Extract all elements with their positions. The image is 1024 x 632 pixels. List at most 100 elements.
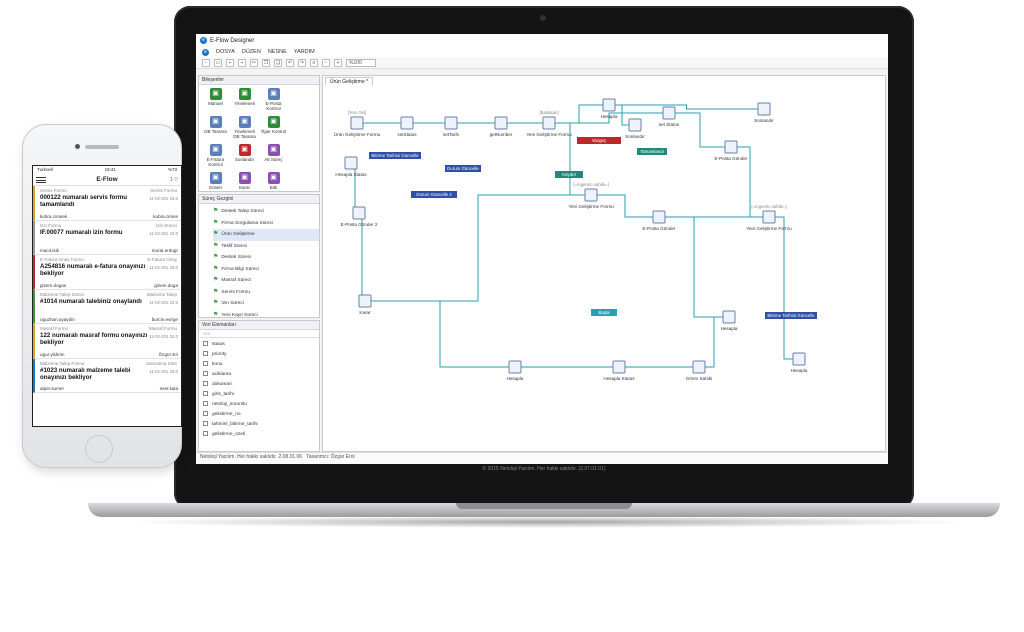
flow-connector[interactable] — [351, 162, 359, 214]
process-item[interactable]: ⚑Destek Süreci — [213, 252, 319, 264]
component-6[interactable]: ▣Tiger Kontrol — [260, 116, 287, 142]
flow-badge[interactable]: Bitirme Tarihini Güncelle — [369, 152, 421, 159]
flow-connector[interactable] — [591, 194, 659, 218]
component-8[interactable]: ▣E-Fatura Kontrol — [202, 144, 229, 170]
component-13[interactable]: ▣Karar — [231, 172, 258, 191]
new-file-icon[interactable]: ▫ — [202, 58, 210, 67]
filter-icon[interactable]: 1 ▽ — [169, 176, 178, 183]
zoom-in-icon[interactable]: + — [334, 58, 342, 67]
cut-icon[interactable]: ✂ — [250, 58, 258, 67]
flow-connector[interactable] — [659, 216, 729, 318]
variable-item[interactable]: tahmini_bitirme_tarihi — [203, 420, 319, 430]
flow-node[interactable]: Yeni Geliştirme Formu[=Ingerelo sahibi=] — [568, 182, 614, 209]
workflow-canvas[interactable]: Ürün Geliştirme Formu[Yeni Gel] setStatus… — [323, 85, 885, 451]
component-2[interactable]: ▣E-Posta Kontrol — [260, 88, 287, 114]
flow-node[interactable]: Hesapla — [507, 360, 524, 381]
flow-node[interactable]: setTarih — [443, 116, 460, 137]
redo-icon[interactable]: ↷ — [298, 58, 306, 67]
flow-node[interactable]: Görev Sahibi — [686, 360, 713, 381]
variable-item[interactable]: dokuman — [203, 380, 319, 390]
flow-badge[interactable]: Kaydet — [555, 171, 583, 178]
flow-node[interactable]: E-Posta Gönder — [715, 140, 748, 161]
flow-badge[interactable]: Durum Güncelle 2 — [411, 191, 457, 198]
process-item[interactable]: ⚑Destek Talep Süreci — [213, 206, 319, 218]
component-1[interactable]: ▣Yinelemeli — [231, 88, 258, 114]
flow-node[interactable]: Hesapla — [601, 98, 618, 119]
component-5[interactable]: ▣Yinelemeli DB Tarama — [231, 116, 258, 142]
menu-dosya[interactable]: DOSYA — [216, 49, 235, 55]
flow-node[interactable]: setStatus — [397, 116, 417, 137]
home-button[interactable] — [85, 435, 113, 463]
component-0[interactable]: ▣Manuel — [202, 88, 229, 114]
save-all-icon[interactable]: ▪ — [238, 58, 246, 67]
variable-item[interactable]: netoloji_sorumlu — [203, 400, 319, 410]
flow-connector[interactable] — [549, 112, 669, 124]
variable-item[interactable]: aciklama — [203, 370, 319, 380]
process-item[interactable]: ⚑Teklif Süreci — [213, 241, 319, 253]
variable-item[interactable]: konu — [203, 360, 319, 370]
menu-nesne[interactable]: NESNE — [267, 49, 287, 55]
open-folder-icon[interactable]: ▭ — [214, 58, 222, 67]
flow-node[interactable]: getNumber — [490, 116, 513, 137]
flow-node[interactable]: Ürün Geliştirme Formu[Yeni Gel] — [334, 110, 381, 137]
flow-node[interactable]: Hesapla Status — [603, 360, 635, 381]
copy-icon[interactable]: ❐ — [262, 58, 270, 67]
process-item[interactable]: ⚑Firma Bilgi Süreci — [213, 264, 319, 276]
flow-badge[interactable]: Durum Güncelle — [445, 165, 481, 172]
flow-badge[interactable]: Başla — [591, 309, 617, 316]
variable-item[interactable]: giris_tarihi — [203, 390, 319, 400]
flow-connector[interactable] — [365, 300, 515, 368]
variable-search-input[interactable]: Ara — [199, 330, 319, 338]
component-9[interactable]: ▣Sonlandır — [231, 144, 258, 170]
align-icon[interactable]: ≡ — [310, 58, 318, 67]
process-item[interactable]: ⚑Ürün Geliştirme — [213, 229, 319, 241]
flow-node[interactable]: Yeni Geliştirme Formu[Başlatan] — [526, 110, 572, 137]
flow-badge[interactable]: Tamamlandı — [637, 148, 667, 155]
hamburger-menu-icon[interactable] — [36, 176, 46, 183]
process-item[interactable]: ⚑Masraf Süreci — [213, 275, 319, 287]
flow-node[interactable]: set Status — [659, 106, 680, 127]
process-item[interactable]: ⚑Firma Sorgulama Süreci — [213, 218, 319, 230]
flow-connector[interactable] — [699, 316, 729, 368]
flow-node[interactable]: Sonlandır — [754, 102, 774, 123]
flow-node[interactable]: Hesapla — [791, 352, 808, 373]
process-item[interactable]: ⚑Yeni Kayıt Süreci — [213, 310, 319, 318]
flow-node[interactable]: Sonlandır — [625, 118, 645, 139]
flow-node[interactable]: E-Posta Gönder — [643, 210, 676, 231]
flow-connector[interactable] — [731, 146, 769, 218]
variable-item[interactable]: gelistirme_no — [203, 410, 319, 420]
flow-connector[interactable] — [669, 112, 731, 148]
component-4[interactable]: ▣DB Tarama — [202, 116, 229, 142]
flow-node[interactable]: Hesapla — [721, 310, 738, 331]
save-icon[interactable]: ▪ — [226, 58, 234, 67]
component-10[interactable]: ▣Alt Süreç — [260, 144, 287, 170]
component-12[interactable]: ▣Göster Formu — [202, 172, 229, 191]
variable-item[interactable]: gelistirme_ozeti — [203, 430, 319, 440]
component-14[interactable]: ▣Bitti — [260, 172, 287, 191]
paste-icon[interactable]: ❏ — [274, 58, 282, 67]
zoom-select[interactable]: %100 — [346, 58, 376, 67]
menu-duzen[interactable]: DÜZEN — [241, 49, 261, 55]
flow-badge[interactable]: Bitirme Tarihini Güncelle — [765, 312, 817, 319]
flow-node[interactable]: Hesapla Status — [335, 156, 367, 177]
flow-connector[interactable] — [769, 216, 799, 360]
flow-node[interactable]: Yeni Geliştirme Formu[=Ingerelo sahibi=] — [746, 204, 792, 231]
tab-urun-gelistirme[interactable]: Ürün Geliştirme * — [325, 77, 374, 85]
flow-connector[interactable] — [365, 194, 591, 302]
flow-node[interactable]: Karar — [358, 294, 372, 315]
variable-item[interactable]: status — [203, 340, 319, 350]
process-item[interactable]: ⚑İzin Süreci — [213, 298, 319, 310]
flow-connector[interactable] — [609, 104, 764, 110]
zoom-out-icon[interactable]: − — [322, 58, 330, 67]
flow-node[interactable]: E-Posta Gönder 2 — [341, 206, 378, 227]
app-menu-icon[interactable]: e — [202, 48, 209, 56]
undo-icon[interactable]: ↶ — [286, 58, 294, 67]
flow-badge[interactable]: Vazgeç — [577, 137, 621, 144]
process-item[interactable]: ⚑Servis Formu — [213, 287, 319, 299]
